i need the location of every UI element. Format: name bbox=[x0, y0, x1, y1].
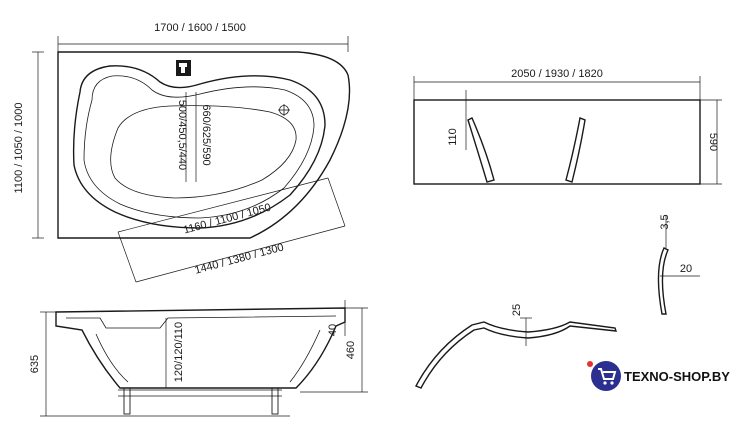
outer-length-line bbox=[135, 225, 346, 283]
inner-width-label: 660/625/590 bbox=[200, 104, 212, 165]
panel-height-label: 590 bbox=[707, 133, 719, 151]
panel-rib-left bbox=[467, 117, 495, 183]
profile-depth-label: 20 bbox=[680, 263, 692, 275]
section-offset-label: 25 bbox=[511, 304, 523, 316]
tub-legs bbox=[118, 387, 282, 415]
panel-offset-label: 110 bbox=[447, 128, 459, 146]
basin-rim bbox=[83, 75, 315, 219]
height-label: 1100 / 1050 / 1000 bbox=[13, 103, 25, 194]
profile-thickness-label: 3,5 bbox=[659, 214, 671, 229]
logo-cart-icon bbox=[591, 361, 621, 391]
logo: TEXNO-SHOP.BY bbox=[587, 361, 730, 391]
side-view: 635 120/120/110 40 460 bbox=[29, 300, 368, 417]
panel-outline bbox=[413, 99, 701, 185]
drain-icon bbox=[278, 104, 290, 116]
total-height-label: 635 bbox=[29, 355, 41, 373]
basin-outer bbox=[72, 65, 326, 229]
tub-outline bbox=[57, 51, 351, 239]
body-height-label: 460 bbox=[345, 341, 357, 359]
inner-length-label: 1160 / 1100 / 1050 bbox=[182, 202, 272, 237]
front-panel: 2050 / 1930 / 1820 110 590 bbox=[413, 68, 722, 185]
panel-length-label: 2050 / 1930 / 1820 bbox=[511, 68, 603, 80]
section-view: 25 bbox=[415, 304, 618, 389]
inner-length-line bbox=[117, 177, 329, 233]
side-profile: 3,5 20 bbox=[657, 214, 700, 315]
rim-label: 40 bbox=[327, 324, 339, 336]
section-profile bbox=[415, 321, 618, 389]
faucet-icon bbox=[176, 60, 191, 76]
top-view: 1700 / 1600 / 1500 1100 / 1050 / 1000 6 bbox=[13, 22, 351, 283]
side-outline bbox=[55, 307, 346, 389]
basin-bottom bbox=[110, 105, 297, 199]
inner-width2-label: 500/450,5/440 bbox=[176, 100, 188, 170]
width-label: 1700 / 1600 / 1500 bbox=[154, 22, 246, 34]
panel-rib-right bbox=[565, 117, 586, 183]
inner-depth-label: 120/120/110 bbox=[173, 322, 185, 382]
logo-text: TEXNO-SHOP.BY bbox=[624, 369, 730, 384]
profile-shape bbox=[657, 247, 669, 315]
side-rim-line bbox=[66, 315, 337, 329]
outer-length-label: 1440 / 1380 / 1300 bbox=[193, 241, 285, 276]
